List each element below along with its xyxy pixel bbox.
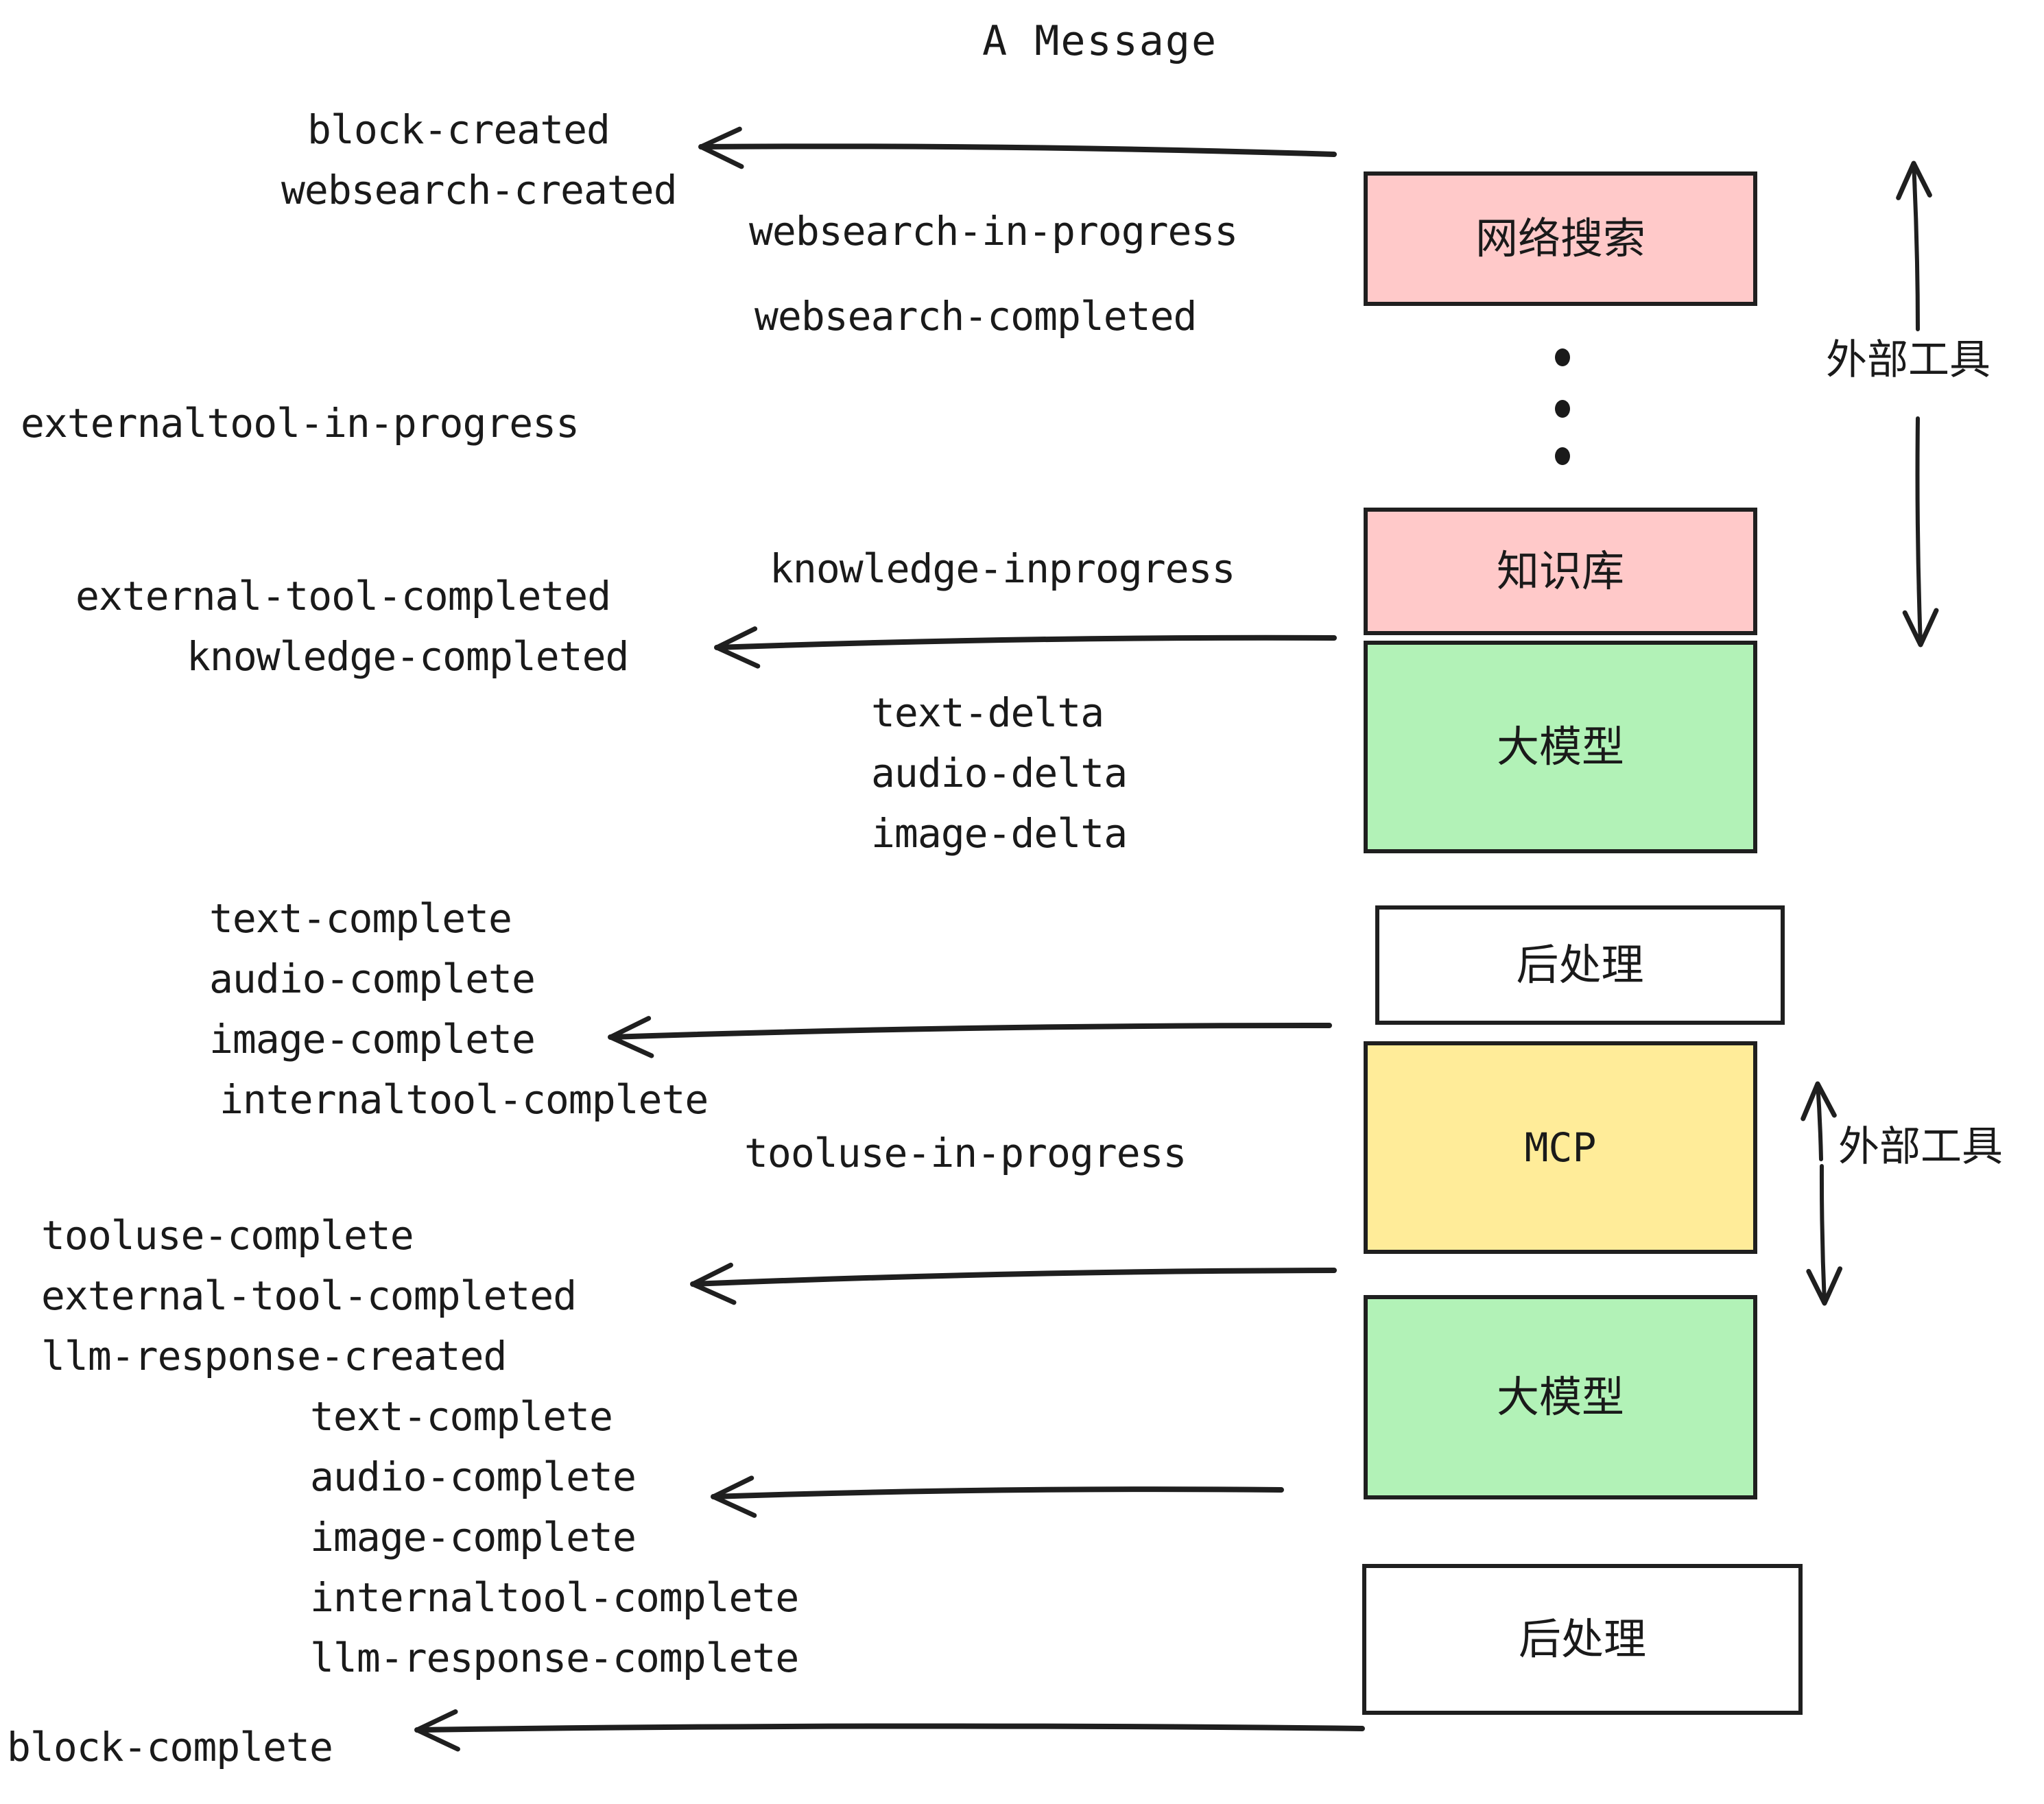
audio-complete-arrow-line [711, 1486, 1284, 1499]
process-node-box[interactable]: 后处理 [1362, 1564, 1803, 1715]
process-node-box[interactable]: 大模型 [1364, 641, 1757, 853]
event-label-websearch-created: websearch-created [281, 167, 678, 213]
event-label-external-tool-completed: external-tool-completed [41, 1272, 577, 1319]
event-label-external-tool-completed: external-tool-completed [75, 573, 611, 619]
websearch-created-arrow-head [698, 126, 744, 169]
external-tool-scope-bottom-line [1915, 416, 1923, 647]
image-complete-arrow-line [608, 1022, 1332, 1040]
process-node-box[interactable]: 大模型 [1364, 1295, 1757, 1499]
event-label-internaltool-complete: internaltool-complete [219, 1076, 709, 1123]
external-tool-scope-top-line [1912, 161, 1920, 331]
vertical-ellipsis-dot-icon [1555, 447, 1570, 465]
event-label-tooluse-complete: tooluse-complete [41, 1212, 414, 1259]
process-node-label: 后处理 [1518, 1614, 1646, 1664]
event-label-audio-delta: audio-delta [871, 750, 1128, 796]
event-label-text-complete: text-complete [209, 895, 512, 942]
vertical-ellipsis-dot-icon [1555, 400, 1570, 418]
event-label-image-delta: image-delta [871, 810, 1128, 857]
knowledge-completed-arrow-line [714, 634, 1337, 650]
event-label-image-complete: image-complete [310, 1514, 637, 1560]
event-label-text-delta: text-delta [871, 689, 1104, 736]
event-label-knowledge-completed: knowledge-completed [187, 633, 629, 680]
event-label-text-complete: text-complete [310, 1393, 613, 1440]
process-node-label: 大模型 [1496, 722, 1624, 772]
event-label-internaltool-complete: internaltool-complete [310, 1574, 799, 1621]
event-label-websearch-completed: websearch-completed [754, 293, 1197, 340]
mcp-scope-top-line [1816, 1082, 1823, 1161]
mcp-scope-top-head [1801, 1081, 1837, 1121]
process-node-box[interactable]: 后处理 [1375, 905, 1785, 1025]
event-label-audio-complete: audio-complete [310, 1453, 637, 1500]
audio-complete-arrow-head [711, 1475, 757, 1518]
diagram-title: A Message [982, 17, 1218, 65]
block-complete-arrow-line [414, 1723, 1365, 1733]
event-label-tooluse-in-progress: tooluse-in-progress [744, 1130, 1187, 1176]
tooluse-complete-arrow-line [690, 1268, 1337, 1287]
event-label-block-created: block-created [307, 106, 610, 153]
event-label-image-complete: image-complete [209, 1016, 536, 1063]
event-label-externaltool-in-progress: externaltool-in-progress [21, 400, 580, 447]
event-label-llm-response-complete: llm-response-complete [310, 1635, 799, 1681]
process-node-label: MCP [1524, 1124, 1597, 1171]
image-complete-arrow-head [608, 1016, 654, 1058]
event-label-block-complete: block-complete [7, 1724, 333, 1770]
process-node-box[interactable]: 网络搜索 [1364, 171, 1757, 306]
external-tool-scope-top-head [1896, 161, 1932, 200]
external-tool-scope-bottom-head [1902, 608, 1939, 648]
external-tool-scope-label: 外部工具 [1826, 336, 1990, 384]
process-node-label: 知识库 [1496, 546, 1624, 596]
mcp-scope-bottom-head [1806, 1266, 1843, 1306]
event-label-llm-response-created: llm-response-created [41, 1333, 507, 1379]
process-node-label: 大模型 [1496, 1372, 1624, 1422]
external-tool-scope-label: 外部工具 [1838, 1123, 2003, 1171]
event-label-websearch-in-progress: websearch-in-progress [749, 208, 1238, 254]
block-complete-arrow-head [414, 1709, 460, 1752]
process-node-label: 网络搜索 [1475, 213, 1645, 263]
process-node-box[interactable]: MCP [1364, 1041, 1757, 1254]
tooluse-complete-arrow-head [690, 1262, 737, 1305]
process-node-label: 后处理 [1516, 940, 1644, 990]
event-label-knowledge-inprogress: knowledge-inprogress [770, 545, 1235, 592]
mcp-scope-bottom-line [1819, 1164, 1827, 1305]
process-node-box[interactable]: 知识库 [1364, 508, 1757, 635]
vertical-ellipsis-dot-icon [1555, 348, 1570, 366]
websearch-created-arrow-line [698, 143, 1337, 157]
event-label-audio-complete: audio-complete [209, 956, 536, 1002]
knowledge-completed-arrow-head [714, 626, 761, 669]
